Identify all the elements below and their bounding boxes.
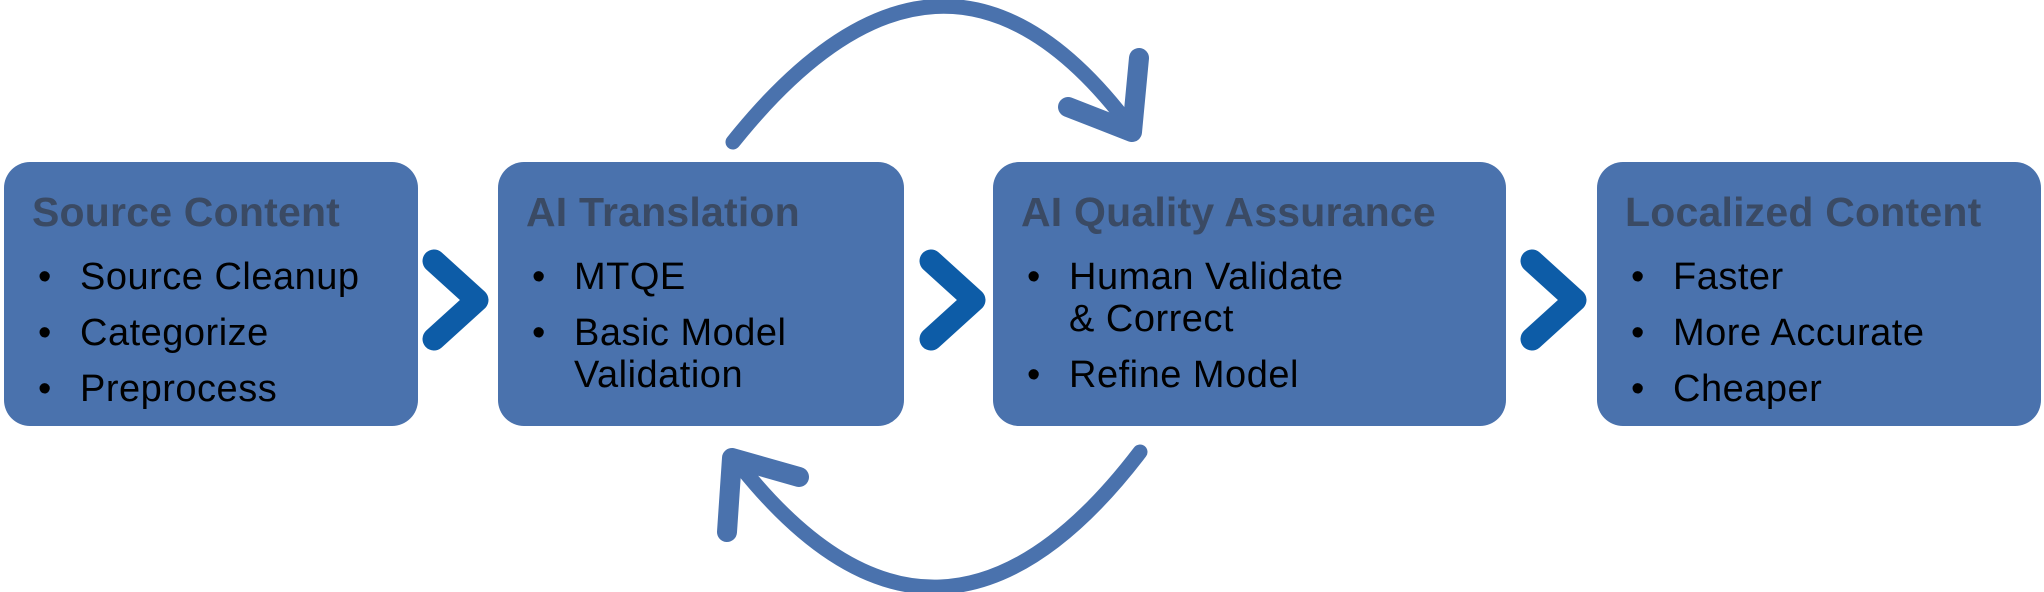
stage-title: Source Content [32, 189, 341, 235]
bullet-item: MTQE [532, 256, 876, 298]
stage-title: AI Translation [526, 189, 800, 235]
stage-title: AI Quality Assurance [1021, 189, 1436, 235]
bullet-item: Refine Model [1027, 354, 1478, 396]
stage-box-ai-translation: AI Translation MTQE Basic Model Validati… [498, 162, 904, 426]
stage-bullet-list: Source Cleanup Categorize Preprocess [32, 256, 390, 410]
stage-title: Localized Content [1625, 189, 1982, 235]
bullet-item: Cheaper [1631, 368, 2013, 410]
stage-box-ai-quality-assurance: AI Quality Assurance Human Validate & Co… [993, 162, 1506, 426]
bullet-item: Human Validate & Correct [1027, 256, 1478, 340]
bullet-item: Faster [1631, 256, 2013, 298]
stage-box-localized-content: Localized Content Faster More Accurate C… [1597, 162, 2041, 426]
stage-box-source-content: Source Content Source Cleanup Categorize… [4, 162, 418, 426]
bullet-item: Categorize [38, 312, 390, 354]
cycle-arrow-bottom-icon [717, 444, 1148, 592]
chevron-right-icon [919, 249, 986, 351]
bullet-item: Preprocess [38, 368, 390, 410]
chevron-right-icon [1520, 249, 1587, 351]
stage-bullet-list: Human Validate & Correct Refine Model [1021, 256, 1478, 396]
chevron-right-icon [422, 249, 489, 351]
bullet-item: Source Cleanup [38, 256, 390, 298]
cycle-arrow-top-icon [725, 0, 1149, 150]
stage-bullet-list: MTQE Basic Model Validation [526, 256, 876, 396]
stage-bullet-list: Faster More Accurate Cheaper [1625, 256, 2013, 410]
bullet-item: More Accurate [1631, 312, 2013, 354]
bullet-item: Basic Model Validation [532, 312, 876, 396]
